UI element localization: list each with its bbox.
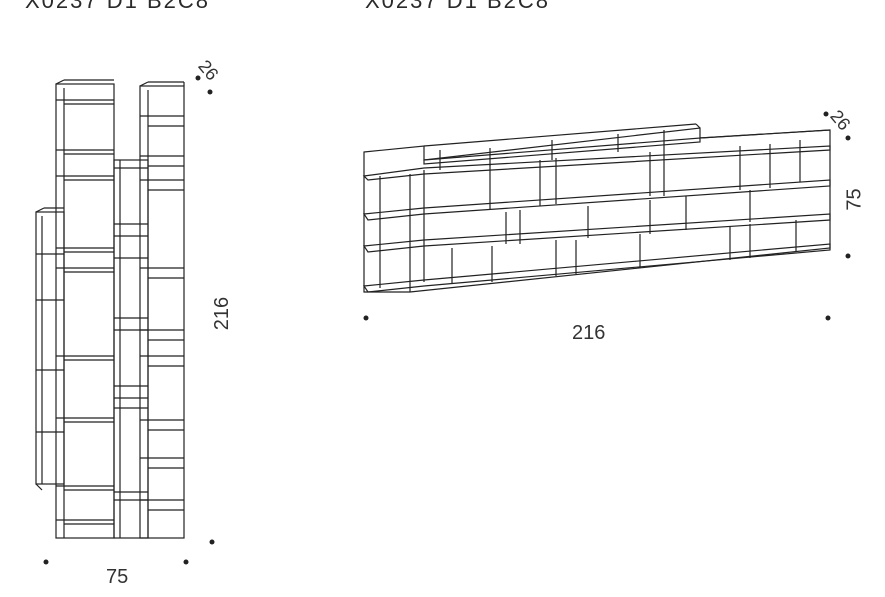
horizontal-height-label: 75 <box>843 188 866 211</box>
dimension-markers <box>43 75 851 565</box>
product-code-horizontal: X0237 D1 B2C8 <box>365 0 550 13</box>
vertical-height-label: 216 <box>211 296 234 331</box>
horizontal-width-label: 216 <box>572 322 606 344</box>
vertical-bookshelf-drawing <box>35 79 185 539</box>
horizontal-bookshelf-drawing <box>362 123 831 293</box>
vertical-width-label: 75 <box>106 566 129 588</box>
product-code-vertical: X0237 D1 B2C8 <box>25 0 210 13</box>
